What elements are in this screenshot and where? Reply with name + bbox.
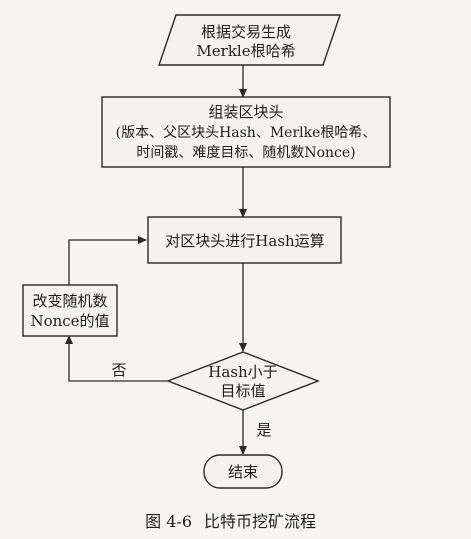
arrow-decision-no-to-change-nonce [65,335,168,382]
node-generate-merkle-line-1: 根据交易生成 [201,23,291,41]
node-assemble-header-line-3: 时间戳、难度目标、随机数Nonce) [136,145,355,161]
node-hash-operation-label: 对区块头进行Hash运算 [165,232,324,250]
node-end: 结束 [203,454,283,489]
node-change-nonce: 改变随机数 Nonce的值 [22,284,118,337]
node-change-nonce-line-1: 改变随机数 [32,292,107,310]
edge-label-yes: 是 [256,421,271,439]
node-decision-line-2: 目标值 [220,382,265,400]
node-decision: Hash小于 目标值 [166,351,320,411]
node-assemble-header-line-2: (版本、父区块头Hash、Merlke根哈希、 [116,125,377,141]
figure-number: 图 4-6 [145,512,192,531]
node-hash-operation: 对区块头进行Hash运算 [147,216,342,264]
arrow-change-nonce-to-hash [68,236,147,285]
node-end-label: 结束 [228,463,258,481]
figure-title: 比特币挖矿流程 [204,512,316,531]
node-decision-line-1: Hash小于 [208,363,277,381]
edge-label-no: 否 [111,361,126,379]
node-assemble-header-line-1: 组装区块头 [208,103,283,121]
node-assemble-header: 组装区块头 (版本、父区块头Hash、Merlke根哈希、 时间戳、难度目标、随… [101,96,391,168]
node-generate-merkle-line-2: Merkle根哈希 [196,42,295,60]
node-generate-merkle: 根据交易生成 Merkle根哈希 [158,14,341,66]
node-change-nonce-line-2: Nonce的值 [30,312,109,330]
